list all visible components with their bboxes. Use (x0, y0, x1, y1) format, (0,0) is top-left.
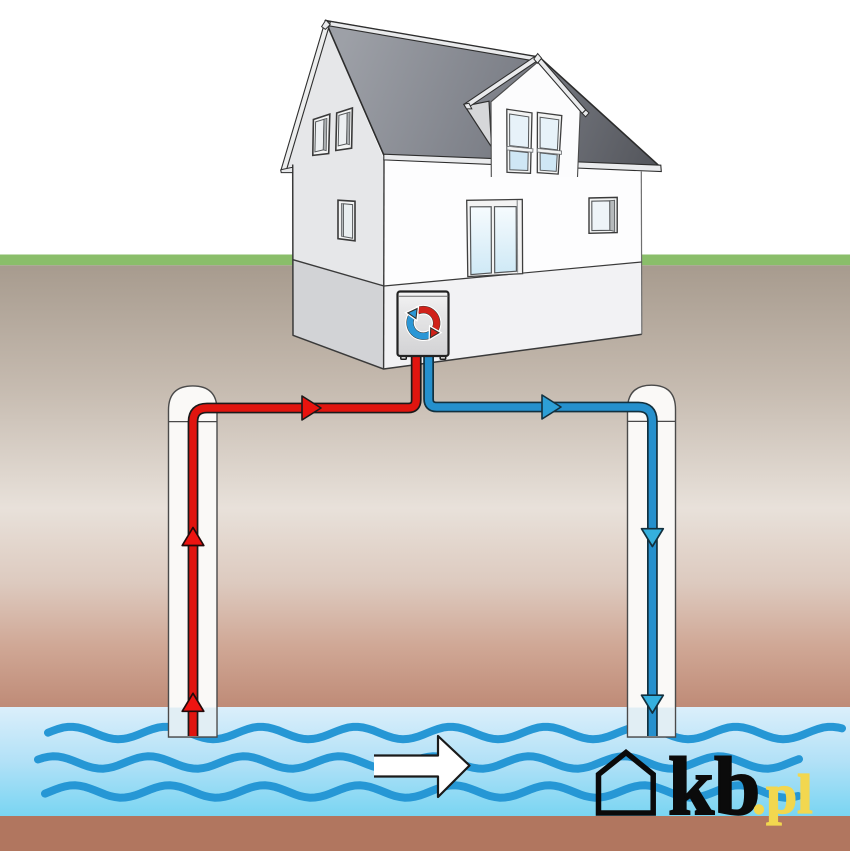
svg-text:kb: kb (668, 740, 760, 832)
svg-text:.pl: .pl (752, 764, 813, 826)
